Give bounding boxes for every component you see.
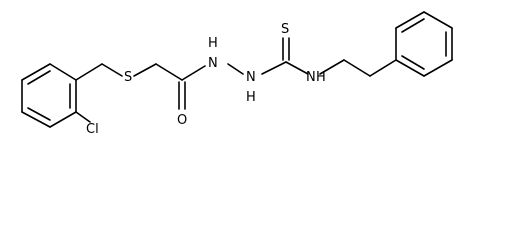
ring-bond [395, 59, 425, 77]
benzyl-bond [75, 63, 103, 81]
atom-hydrogen-amine: H [316, 70, 326, 85]
atom-nitrogen-hydrazine: N [246, 70, 256, 85]
atom-sulfur-thioether: S [124, 70, 132, 85]
ring-double-bond [27, 107, 51, 121]
carbonyl-nh-bond [181, 65, 206, 81]
ring-double-bond [401, 55, 425, 70]
ethyl-bond [343, 59, 371, 77]
ethyl-phenyl-bond [369, 59, 397, 77]
nh-ethyl-bond [319, 59, 345, 75]
thiocarbonyl-nh-bond [285, 61, 309, 75]
ring-bond [49, 63, 77, 81]
chlorophenyl-ring [21, 63, 77, 128]
molecule-diagram: S O H N N H S N H Cl [21, 11, 453, 137]
c-cl-bond [75, 111, 91, 123]
phenyl-ring [395, 11, 453, 77]
ch2-s-bond [101, 63, 123, 77]
ch2-carbonyl-bond [155, 63, 183, 81]
ring-bond [395, 11, 425, 29]
ring-bond [423, 11, 453, 29]
ring-bond [21, 63, 51, 81]
ring-bond [49, 111, 77, 128]
ring-double-bond [401, 18, 425, 33]
atom-chlorine: Cl [86, 122, 99, 137]
atom-nitrogen-amide: N [208, 56, 218, 71]
atom-nitrogen-amine: N [306, 70, 316, 85]
atom-hydrogen-hydrazine: H [246, 90, 256, 105]
n-n-bond [227, 63, 244, 75]
ring-double-bond [27, 70, 51, 85]
nh-thiocarbonyl-bond [261, 61, 287, 75]
atom-sulfur-thione: S [281, 22, 289, 37]
ring-bond [21, 111, 51, 128]
atom-oxygen: O [177, 113, 187, 128]
atom-hydrogen-amide: H [208, 36, 218, 51]
s-ch2-bond [133, 63, 157, 77]
ring-bond [423, 59, 453, 77]
